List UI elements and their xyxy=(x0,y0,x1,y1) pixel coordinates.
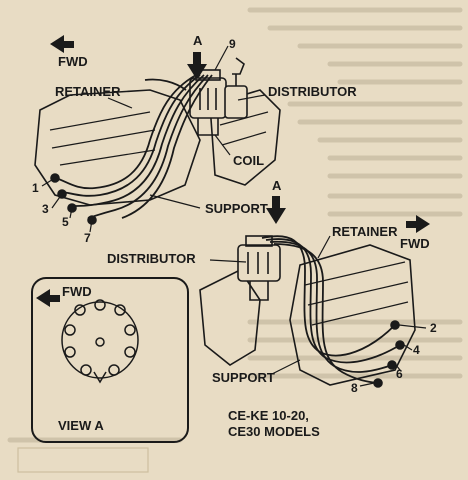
coil-upper xyxy=(224,57,248,119)
view-a-arrow-upper xyxy=(187,52,207,80)
retainer-label-lower: RETAINER xyxy=(332,224,398,239)
callout-8: 8 xyxy=(351,381,358,395)
distributor-label-lower: DISTRIBUTOR xyxy=(107,251,196,266)
engine-block-upper xyxy=(34,89,201,206)
plug-wire-bundle-lower xyxy=(261,235,401,384)
support-label-upper: SUPPORT xyxy=(205,201,268,216)
callout-9: 9 xyxy=(229,37,236,51)
inset-view-a xyxy=(31,277,189,443)
distributor-lower xyxy=(237,235,281,301)
view-a-letter-lower: A xyxy=(272,178,282,193)
faint-stamp-box xyxy=(17,447,149,473)
engine-block-lower xyxy=(289,244,416,386)
coil-label: COIL xyxy=(233,153,264,168)
fwd-arrow-upper xyxy=(50,35,74,53)
view-a-letter-upper: A xyxy=(193,33,203,48)
caption-line-1: CE-KE 10-20, xyxy=(228,408,309,423)
callout-2: 2 xyxy=(430,321,437,335)
caption-line-2: CE30 MODELS xyxy=(228,424,320,439)
upper-view xyxy=(34,35,281,233)
callout-7: 7 xyxy=(84,231,91,245)
fwd-label-inset: FWD xyxy=(62,284,92,299)
fwd-arrow-inset xyxy=(36,289,60,307)
view-a-arrow-lower xyxy=(266,196,286,224)
fwd-arrow-lower xyxy=(406,215,430,233)
fwd-label-upper: FWD xyxy=(58,54,88,69)
callout-4: 4 xyxy=(413,343,420,357)
support-label-lower: SUPPORT xyxy=(212,370,275,385)
callout-1: 1 xyxy=(32,181,39,195)
retainer-label-upper: RETAINER xyxy=(55,84,121,99)
lower-view xyxy=(199,196,430,388)
distributor-label-upper: DISTRIBUTOR xyxy=(268,84,357,99)
callout-5: 5 xyxy=(62,215,69,229)
view-a-title: VIEW A xyxy=(58,418,104,433)
callout-3: 3 xyxy=(42,202,49,216)
fwd-label-lower: FWD xyxy=(400,236,430,251)
distributor-cap-view-a xyxy=(61,299,139,384)
callout-6: 6 xyxy=(396,367,403,381)
plug-wire-bundle-upper xyxy=(54,74,213,219)
background-text-bleed xyxy=(7,7,463,443)
